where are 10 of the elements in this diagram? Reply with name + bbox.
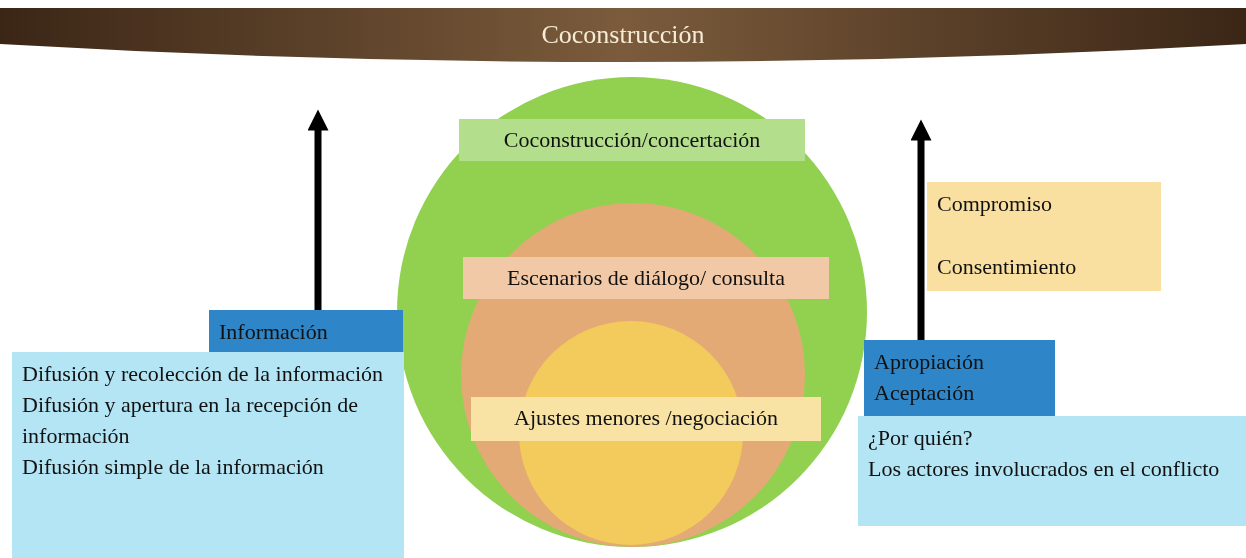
text-box: Difusión y recolección de la información Difusión y apertura en la recepción de información Difusión simple de la información	[12, 352, 404, 558]
text-box: Información	[209, 310, 403, 353]
text-box: ¿Por quién? Los actores involucrados en el conflicto	[858, 416, 1246, 526]
text-box: Compromiso Consentimiento	[927, 182, 1161, 291]
arrow	[910, 119, 932, 340]
circle-label: Coconstrucción/concertación	[459, 119, 805, 161]
text-box: Apropiación Aceptación	[864, 340, 1055, 417]
circle-label: Escenarios de diálogo/ consulta	[463, 257, 829, 299]
circle-label: Ajustes menores /negociación	[471, 397, 821, 441]
arrow	[307, 109, 329, 310]
